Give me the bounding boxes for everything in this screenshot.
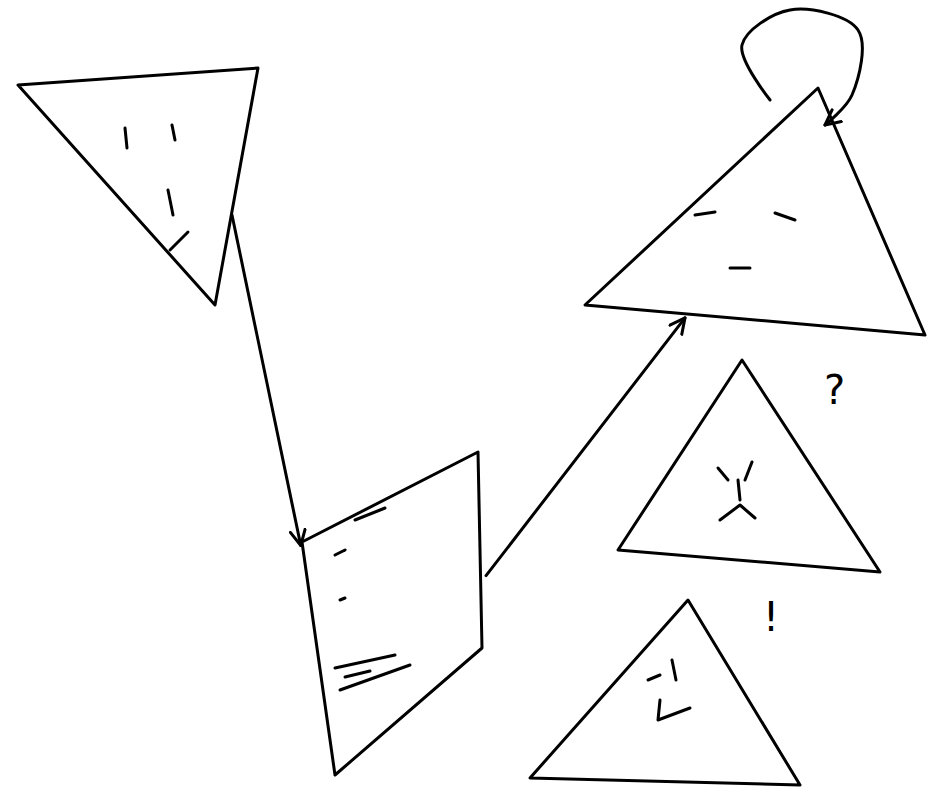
face-mark	[730, 267, 750, 270]
outline-shape	[610, 352, 888, 577]
face-mark	[355, 508, 385, 520]
outline-shape	[580, 80, 930, 340]
face-mark	[125, 128, 127, 148]
face-mark	[335, 655, 395, 668]
face-mark	[168, 190, 173, 215]
arrow-connector	[232, 215, 301, 546]
outline	[585, 88, 925, 335]
face-mark	[738, 480, 740, 500]
outline	[530, 600, 800, 785]
content-triangle	[580, 80, 930, 340]
angry-triangle: ?	[610, 352, 888, 577]
face-mark	[718, 468, 728, 480]
document-shape	[295, 445, 487, 780]
outline	[618, 360, 880, 572]
face-mark	[720, 505, 755, 520]
arrow-connector	[486, 318, 685, 576]
face-mark	[658, 700, 690, 720]
node-label: ?	[824, 370, 845, 410]
outline-shape	[15, 62, 263, 312]
face-mark	[170, 232, 188, 250]
face-mark	[672, 660, 676, 680]
face-mark	[340, 665, 410, 690]
face-mark	[335, 550, 345, 555]
face-mark	[340, 598, 345, 600]
outline-shape	[295, 445, 487, 780]
face-mark	[745, 462, 752, 480]
outline	[302, 452, 482, 775]
outline	[18, 68, 258, 305]
face-mark	[695, 212, 715, 215]
face-mark	[172, 125, 175, 140]
node-label: !	[763, 597, 779, 637]
face-mark	[345, 671, 370, 677]
arrow-connector	[742, 9, 863, 125]
face-mark	[775, 213, 795, 220]
sleepy-triangle	[15, 62, 263, 312]
face-mark	[648, 675, 660, 680]
surprised-triangle: !	[525, 595, 810, 790]
